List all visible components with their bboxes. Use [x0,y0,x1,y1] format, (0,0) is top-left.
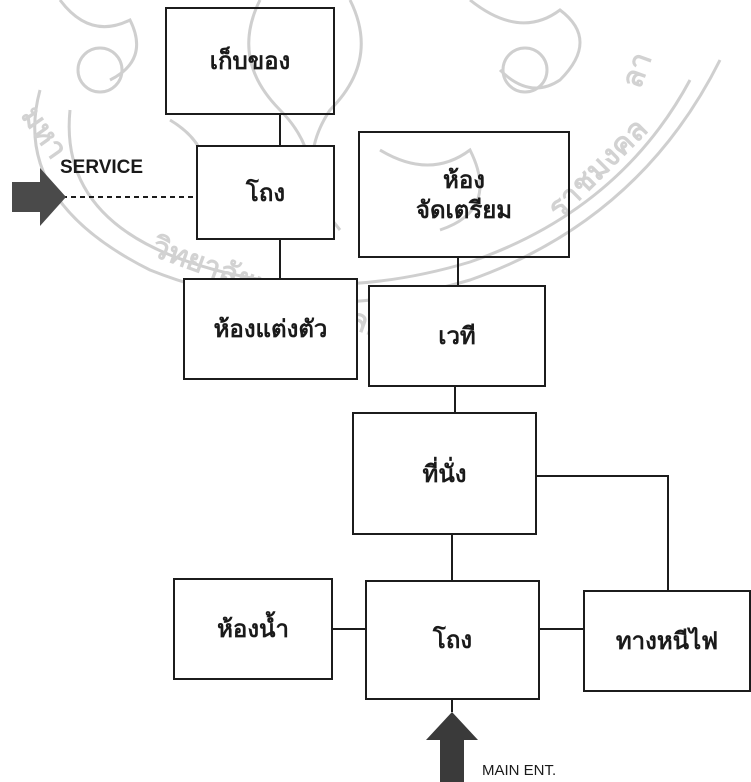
storage-room-label: เก็บของ [209,47,291,75]
fire-exit-label: ทางหนีไฟ [615,627,719,655]
main-foyer: โถง [365,580,540,700]
stage-label: เวที [438,322,476,350]
connector-seating-fireexit [537,475,669,590]
restroom-label: ห้องน้ำ [217,615,289,643]
preparation-room: ห้อง จัดเตรียม [358,131,570,258]
seating-area: ที่นั่ง [352,412,537,535]
main-entrance-arrow-icon [426,712,478,782]
stage: เวที [368,285,546,387]
preparation-room-label: ห้อง จัดเตรียม [415,165,513,224]
dressing-room: ห้องแต่งตัว [183,278,358,380]
service-arrow-icon [12,168,66,226]
service-entrance-label: SERVICE [60,157,144,178]
back-foyer-label: โถง [245,178,286,207]
main-foyer-label: โถง [432,626,473,654]
storage-room: เก็บของ [165,7,335,115]
back-foyer: โถง [196,145,335,240]
fire-exit: ทางหนีไฟ [583,590,751,692]
seating-area-label: ที่นั่ง [422,459,467,488]
restroom: ห้องน้ำ [173,578,333,680]
main-entrance-label: MAIN ENT. [482,762,557,779]
dressing-room-label: ห้องแต่งตัว [213,315,328,343]
